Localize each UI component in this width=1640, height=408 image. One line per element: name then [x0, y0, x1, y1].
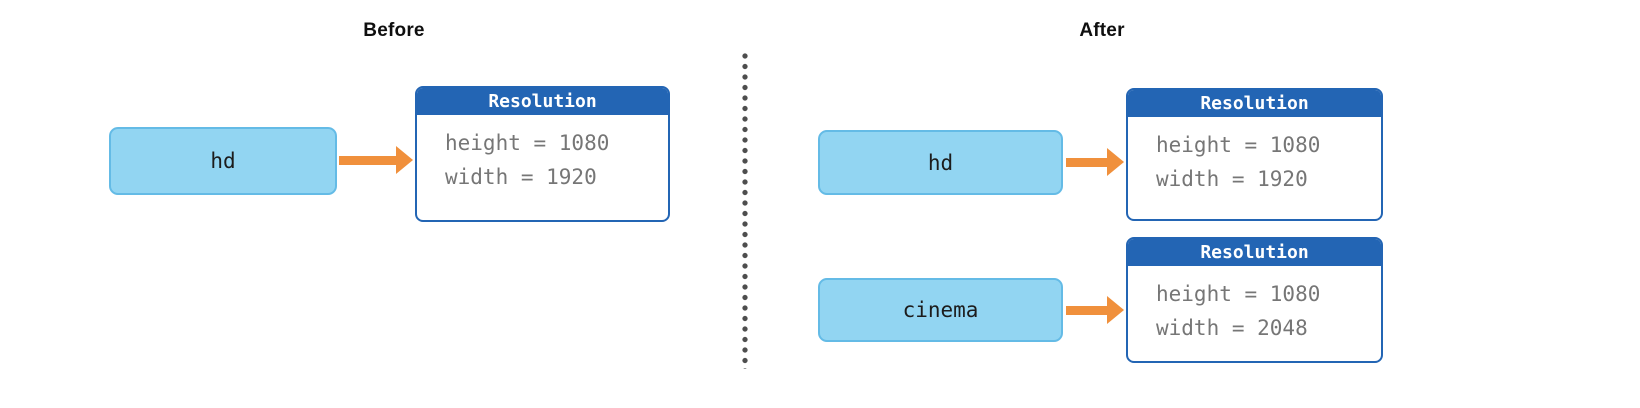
variable-box-cinema: cinema [818, 278, 1063, 342]
after-title: After [1079, 20, 1125, 41]
struct-body: height = 1080 width = 1920 [417, 115, 668, 194]
variable-label: cinema [902, 298, 979, 322]
struct-header: Resolution [1128, 239, 1381, 266]
struct-body: height = 1080 width = 2048 [1128, 266, 1381, 345]
before-title: Before [363, 20, 425, 41]
struct-box-resolution-before: Resolution height = 1080 width = 1920 [415, 86, 670, 222]
struct-box-resolution-after-cinema: Resolution height = 1080 width = 2048 [1126, 237, 1383, 363]
struct-field-height: height = 1080 [1156, 282, 1321, 306]
variable-label: hd [210, 149, 236, 173]
struct-field-width: width = 2048 [1156, 316, 1308, 340]
arrow-shaft [1066, 157, 1110, 167]
arrow-head-icon [396, 146, 413, 174]
arrow-shaft [1066, 305, 1110, 315]
divider-dotted-line [742, 53, 748, 369]
variable-box-hd-after: hd [818, 130, 1063, 195]
reference-arrow [339, 146, 413, 174]
struct-box-resolution-after-hd: Resolution height = 1080 width = 1920 [1126, 88, 1383, 221]
variable-label: hd [927, 150, 954, 175]
struct-header: Resolution [417, 88, 668, 115]
struct-header: Resolution [1128, 90, 1381, 117]
struct-field-width: width = 1920 [445, 165, 597, 189]
struct-field-width: width = 1920 [1156, 167, 1308, 191]
arrow-head-icon [1107, 148, 1124, 176]
arrow-shaft [339, 155, 399, 165]
variable-box-hd-before: hd [109, 127, 337, 195]
struct-field-height: height = 1080 [445, 131, 610, 155]
arrow-head-icon [1107, 296, 1124, 324]
reference-arrow [1066, 148, 1124, 176]
struct-field-height: height = 1080 [1156, 133, 1321, 157]
struct-body: height = 1080 width = 1920 [1128, 117, 1381, 196]
reference-arrow [1066, 296, 1124, 324]
